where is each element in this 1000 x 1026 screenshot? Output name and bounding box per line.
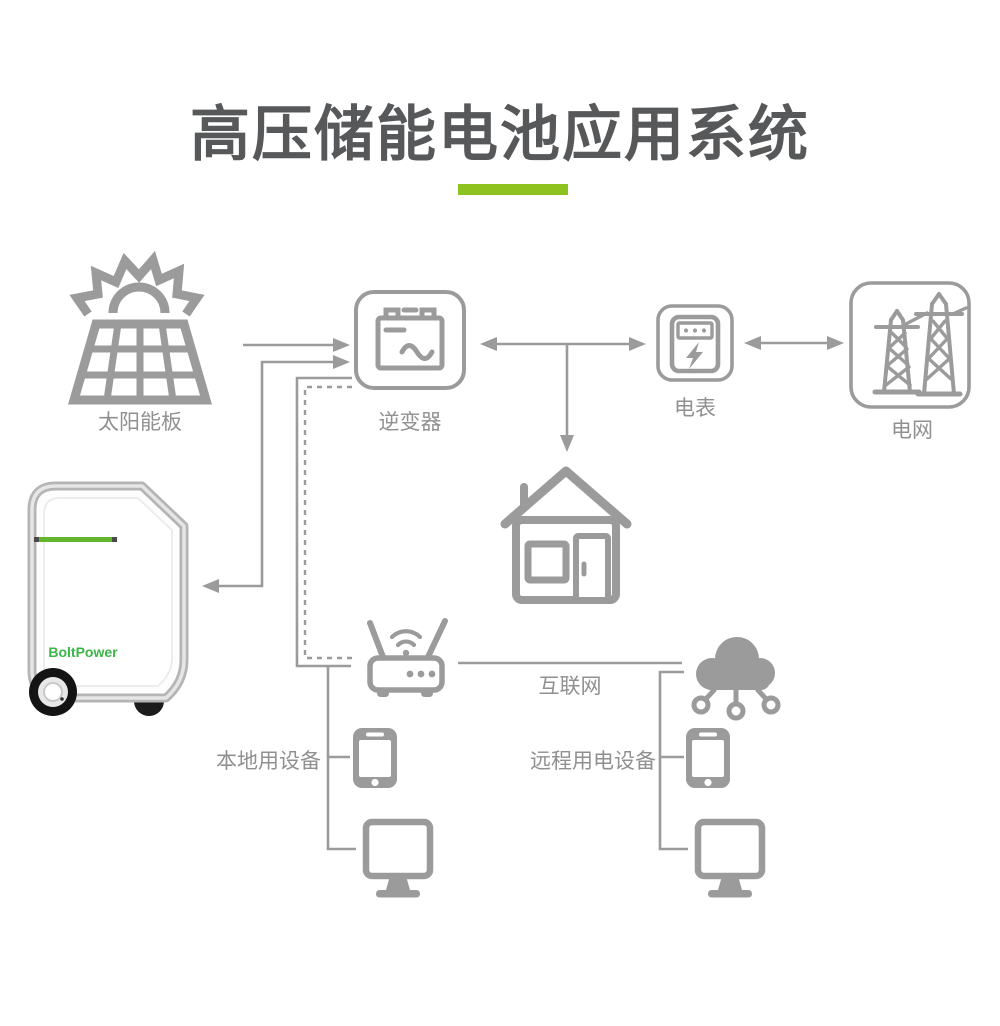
led-strip-cap [112,537,117,542]
smartphone-icon [353,728,397,788]
battery-front-wheel [29,668,77,716]
battery-storage-product: BoltPower [27,481,189,716]
monitor-icon [362,818,434,898]
led-strip-cap [34,537,39,542]
solar-panel-label: 太阳能板 [98,411,182,434]
page-title: 高压储能电池应用系统 [190,101,810,168]
power-grid-icon [849,281,971,409]
inverter-label: 逆变器 [378,411,442,434]
house-icon [500,466,632,604]
arrowheads [202,336,844,593]
cloud-network-icon [691,637,781,721]
led-strip [39,537,112,542]
wifi-router-icon [367,618,448,697]
inverter-icon [354,290,466,390]
solar-panel-icon [68,250,212,405]
smartphone-icon [686,728,730,788]
title-underline-bar [458,184,568,195]
grid-label: 电网 [891,419,933,442]
internet-label: 互联网 [538,675,602,698]
electric-meter-icon [656,304,734,382]
remote-devices-label: 远程用电设备 [530,750,656,773]
battery-brand-logo: BoltPower [48,644,118,660]
monitor-icon [694,818,766,898]
local-devices-label: 本地用设备 [216,750,321,773]
meter-label: 电表 [674,397,716,420]
